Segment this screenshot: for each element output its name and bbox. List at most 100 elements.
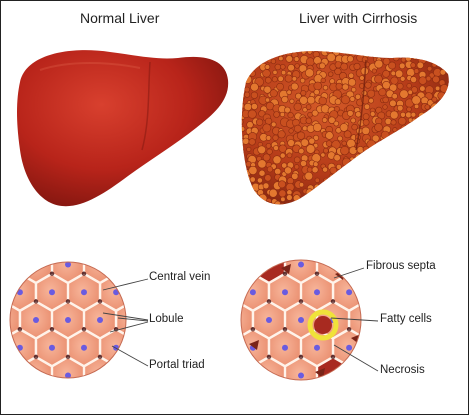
nodule bbox=[285, 55, 293, 63]
nodule bbox=[335, 82, 343, 90]
nodule bbox=[390, 52, 396, 58]
nodule bbox=[446, 153, 449, 162]
nodule bbox=[264, 97, 270, 103]
nodule bbox=[343, 187, 352, 196]
nodule bbox=[289, 98, 295, 104]
label-central-vein: Central vein bbox=[149, 271, 211, 283]
nodule bbox=[406, 83, 412, 89]
nodule bbox=[381, 155, 389, 163]
nodule bbox=[455, 72, 463, 80]
nodule bbox=[433, 155, 439, 161]
nodule bbox=[384, 117, 392, 125]
nodule bbox=[371, 181, 378, 188]
nucleus bbox=[33, 317, 39, 323]
nodule bbox=[374, 123, 383, 132]
nodule bbox=[349, 203, 358, 205]
nodule bbox=[388, 61, 396, 70]
nodule bbox=[287, 63, 295, 72]
nodule bbox=[367, 89, 376, 98]
nodule bbox=[298, 182, 305, 188]
nodule bbox=[368, 97, 374, 104]
nodule bbox=[337, 135, 343, 142]
nodule bbox=[349, 96, 356, 102]
nodule bbox=[457, 64, 463, 70]
nodule bbox=[344, 51, 352, 56]
nodule bbox=[426, 147, 433, 154]
leader-lobule-2 bbox=[109, 321, 149, 333]
nodule bbox=[430, 102, 440, 112]
label-necrosis: Necrosis bbox=[380, 364, 425, 376]
nodule bbox=[442, 159, 449, 166]
nodule bbox=[432, 173, 439, 179]
nodule bbox=[449, 210, 454, 215]
nodule bbox=[272, 69, 278, 75]
nodule bbox=[378, 88, 387, 97]
nodule bbox=[442, 183, 448, 190]
nodule bbox=[455, 119, 462, 126]
nodule bbox=[431, 118, 442, 128]
nodule bbox=[390, 133, 397, 140]
nodule bbox=[250, 190, 259, 198]
nodule bbox=[398, 161, 407, 170]
nodule bbox=[456, 212, 461, 217]
nodule bbox=[382, 57, 391, 66]
nodule bbox=[390, 70, 396, 77]
nodule bbox=[416, 182, 426, 192]
nucleus bbox=[97, 262, 103, 268]
nodule bbox=[418, 210, 425, 217]
nodule bbox=[425, 212, 430, 217]
nodule bbox=[298, 209, 305, 216]
nodule bbox=[306, 95, 316, 105]
nodule bbox=[281, 69, 287, 76]
nodule bbox=[334, 173, 343, 182]
nodule bbox=[447, 83, 449, 89]
nodule bbox=[403, 159, 411, 166]
nodule bbox=[413, 183, 422, 192]
nodule bbox=[290, 82, 299, 91]
nodule bbox=[421, 142, 428, 148]
nodule bbox=[422, 118, 428, 125]
nodule bbox=[320, 152, 326, 158]
nodule bbox=[312, 201, 322, 205]
nodule bbox=[385, 147, 392, 153]
nodule bbox=[403, 197, 410, 204]
nodule bbox=[249, 176, 256, 183]
nodule bbox=[306, 166, 313, 173]
nodule bbox=[288, 128, 294, 134]
nucleus bbox=[33, 372, 39, 378]
nodule bbox=[439, 84, 449, 94]
nodule bbox=[243, 102, 252, 112]
nodule bbox=[312, 161, 319, 167]
nodule bbox=[354, 93, 361, 100]
nodule bbox=[442, 112, 449, 120]
leader-lines bbox=[102, 267, 379, 372]
nucleus bbox=[49, 289, 55, 296]
nucleus bbox=[346, 344, 353, 351]
nodule bbox=[284, 74, 293, 83]
nodule bbox=[358, 170, 365, 177]
nodule bbox=[383, 157, 393, 167]
nodule bbox=[455, 111, 461, 117]
nodule bbox=[345, 210, 350, 215]
nodule bbox=[440, 213, 446, 219]
nodule bbox=[440, 139, 446, 146]
nodule bbox=[453, 49, 458, 54]
nodule bbox=[276, 51, 286, 57]
nodule bbox=[425, 140, 433, 148]
hepatocyte-cell bbox=[348, 301, 361, 339]
nodule bbox=[404, 51, 413, 59]
nodule bbox=[456, 74, 464, 82]
nodule bbox=[334, 67, 342, 76]
leader-fatty-cells bbox=[330, 317, 379, 322]
nodule bbox=[441, 105, 449, 115]
nodule bbox=[315, 189, 322, 196]
nodule bbox=[253, 195, 259, 201]
nodule bbox=[263, 85, 272, 94]
nodule bbox=[273, 145, 279, 151]
nodule bbox=[376, 194, 383, 200]
nodule bbox=[376, 201, 384, 205]
nodule bbox=[250, 91, 258, 99]
leader-fibrous-septa bbox=[333, 267, 365, 279]
nodule bbox=[308, 137, 316, 145]
